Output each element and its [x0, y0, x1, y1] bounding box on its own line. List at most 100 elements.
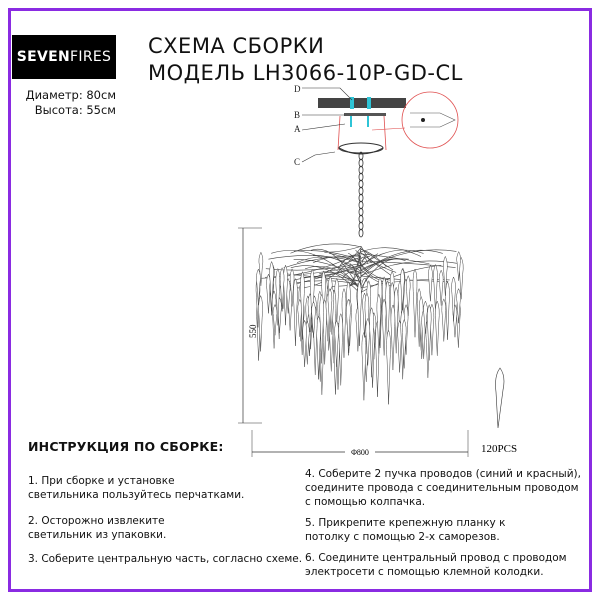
crystal-drop-icon [495, 367, 505, 429]
crystal-drop [258, 294, 263, 352]
branch [360, 256, 369, 264]
crystal-drop [302, 319, 307, 367]
wire-blue-right [367, 97, 371, 109]
page-title: СХЕМА СБОРКИ МОДЕЛЬ LH3066-10P-GD-CL [148, 33, 463, 87]
crystal-drop [443, 255, 448, 296]
crystal-drop [365, 317, 371, 366]
mounting-bar [344, 113, 386, 116]
branch [268, 255, 362, 264]
crystal-drop [272, 303, 278, 336]
crystal-drop [346, 298, 351, 347]
crystal-drop [275, 267, 281, 326]
crystal-drop [338, 313, 344, 386]
branch [360, 249, 424, 266]
crystal-drop [319, 293, 324, 364]
crystal-drop [369, 307, 374, 378]
branch [293, 259, 362, 279]
specs: Диаметр: 80см Высота: 55см [12, 88, 116, 118]
branch [360, 249, 457, 271]
page-border [8, 8, 592, 592]
crystal-drop [428, 264, 433, 302]
branch [360, 247, 422, 257]
branch [360, 253, 430, 265]
branch [294, 250, 362, 261]
crystal-drop [451, 276, 456, 322]
branch [360, 255, 370, 262]
brand-logo: SEVENFIRES [12, 35, 116, 79]
diameter-dimension: Φ800 [351, 448, 369, 457]
branch [313, 254, 362, 275]
crystal-drop [423, 300, 428, 334]
chain [358, 151, 364, 238]
crystal-drop [334, 319, 339, 367]
crystal-drop [401, 318, 407, 369]
instructions-title: ИНСТРУКЦИЯ ПО СБОРКЕ: [28, 439, 224, 454]
branch [300, 264, 362, 278]
instruction-step-4: 4. Соберите 2 пучка проводов (синий и кр… [305, 468, 581, 508]
crystal-drop [289, 268, 295, 307]
branch [360, 249, 443, 274]
height-spec: Высота: 55см [34, 103, 116, 117]
branch [347, 263, 362, 273]
crystal-drop [311, 301, 316, 338]
label-c: C [294, 157, 300, 167]
crystal-drop [445, 280, 450, 340]
crystal-drop [361, 331, 367, 401]
crystal-drop [256, 268, 261, 306]
crystal-drop [310, 268, 315, 333]
crystal-drop [279, 267, 285, 312]
instruction-step-6: 6. Соедините центральный провод с провод… [305, 552, 567, 578]
crystal-drop [341, 288, 347, 358]
crystal-drop [376, 293, 382, 354]
crystal-drop [426, 304, 432, 361]
crystal-drop [456, 251, 461, 281]
branch [271, 250, 362, 290]
branch [324, 246, 362, 253]
crystal-drop [400, 268, 405, 310]
branch [281, 275, 362, 285]
crystal-drop [405, 275, 411, 317]
crystal-drop [418, 296, 424, 351]
branch [350, 272, 362, 287]
branch [360, 264, 392, 281]
label-b: B [294, 110, 300, 120]
crystal-drop [390, 304, 396, 371]
crystal-drop [327, 288, 333, 333]
branch [342, 270, 362, 278]
crystal-drop [412, 268, 418, 338]
crystal-drop [435, 300, 440, 356]
title-line-1: СХЕМА СБОРКИ [148, 34, 325, 58]
label-d: D [294, 84, 301, 94]
crystal-drop [393, 286, 399, 354]
logo-light: FIRES [70, 49, 112, 65]
branch [312, 256, 362, 264]
crystal-drop [456, 288, 461, 324]
crystal-drop [269, 260, 274, 312]
height-dimension: 550 [248, 324, 258, 338]
branch [347, 252, 362, 271]
branch [360, 260, 457, 276]
crystal-drop [293, 278, 298, 346]
label-a: A [294, 124, 301, 134]
crystal-drop [441, 298, 447, 342]
branch [339, 254, 362, 266]
crystal-drop [438, 269, 444, 306]
wire-blue-left [350, 97, 354, 109]
crystal-drop [381, 298, 387, 356]
crystal-drop [386, 329, 391, 405]
branch [360, 249, 387, 267]
branch [360, 278, 369, 287]
crystal-drop [357, 280, 362, 346]
wire-detail-callout [401, 91, 459, 149]
diameter-spec: Диаметр: 80см [25, 88, 116, 102]
branch [360, 246, 372, 264]
instruction-step-3: 3. Соберите центральную часть, согласно … [28, 553, 303, 565]
title-line-2: МОДЕЛЬ LH3066-10P-GD-CL [148, 61, 463, 85]
crystal-count: 120PCS [481, 443, 517, 455]
crystal-drop [300, 271, 305, 340]
branch [360, 258, 409, 270]
ceiling-plate [318, 98, 406, 108]
